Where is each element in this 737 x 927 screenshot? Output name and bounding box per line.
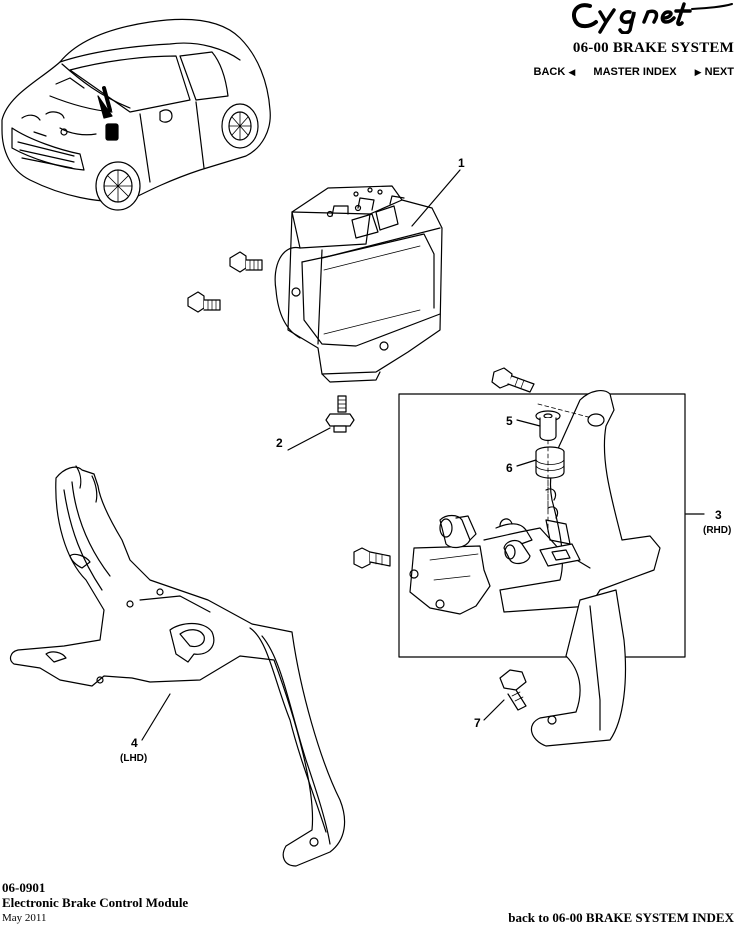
master-index-link[interactable]: MASTER INDEX	[593, 66, 677, 78]
spacer-collar	[535, 410, 561, 442]
leader-line	[516, 419, 541, 427]
leader-line	[516, 459, 537, 467]
component-title: Electronic Brake Control Module	[2, 895, 189, 910]
rhd-bracket-leg	[530, 589, 627, 747]
leader-line	[287, 427, 331, 451]
cygnet-logo	[571, 2, 733, 34]
stud-bolt	[325, 395, 355, 433]
parts-diagram: 1 2 3 (RHD) 4 (LHD) 5 6 7	[1, 18, 731, 867]
bracket-bolt	[353, 547, 391, 569]
module-bolt	[187, 291, 221, 313]
rhd-bracket	[409, 390, 661, 615]
callout-7: 7	[474, 716, 481, 730]
leader-line	[141, 693, 171, 741]
section-title: 06-00 BRAKE SYSTEM	[572, 40, 734, 56]
callout-1: 1	[458, 156, 465, 170]
callout-4: 4	[131, 736, 138, 750]
publication-date: May 2011	[2, 912, 47, 924]
hydraulic-control-unit	[274, 185, 443, 383]
bracket-bolt	[499, 669, 527, 711]
callout-2: 2	[276, 436, 283, 450]
back-arrow-icon: ◀	[568, 67, 576, 77]
back-to-index-link[interactable]: back to 06-00 BRAKE SYSTEM INDEX	[508, 910, 734, 925]
back-link[interactable]: BACK ◀	[533, 66, 576, 78]
rhd-bracket-frame	[398, 393, 686, 658]
bracket-bolt	[491, 367, 535, 393]
module-bolt	[229, 251, 263, 273]
page-navigation: BACK ◀ MASTER INDEX ▶ NEXT	[534, 66, 734, 78]
next-arrow-icon: ▶	[694, 67, 702, 77]
leader-line	[483, 699, 505, 721]
reference-code: 06-0901	[2, 880, 46, 895]
callout-3: 3	[715, 508, 722, 522]
grommet	[535, 446, 565, 479]
rubber-mount	[503, 539, 531, 565]
callout-3-note: (RHD)	[703, 525, 731, 536]
lhd-bracket	[9, 465, 346, 867]
car-locator-illustration	[1, 18, 271, 211]
next-link[interactable]: ▶ NEXT	[694, 66, 734, 78]
callout-4-note: (LHD)	[120, 753, 147, 764]
leader-line	[411, 169, 461, 227]
callout-6: 6	[506, 461, 513, 475]
callout-5: 5	[506, 414, 513, 428]
rubber-mount	[439, 514, 477, 549]
